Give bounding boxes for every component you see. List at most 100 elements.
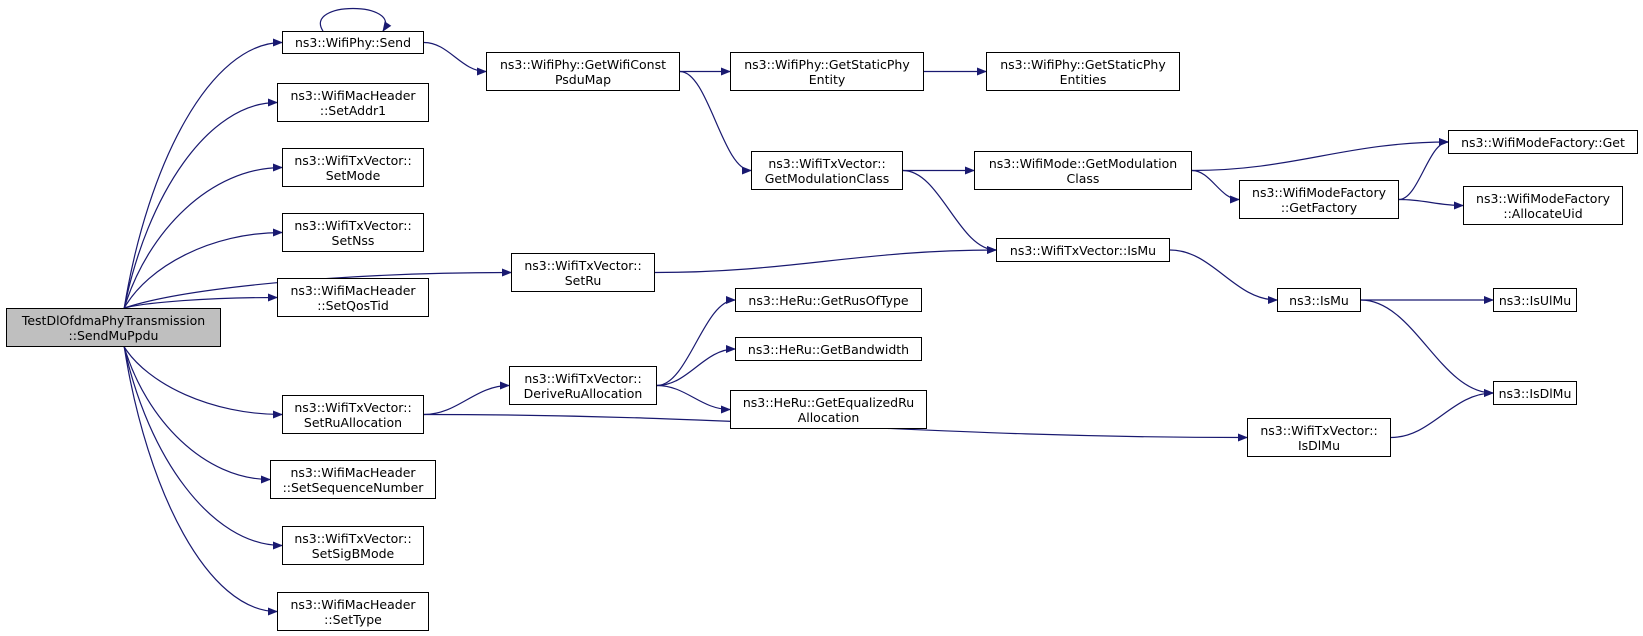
node-label-line2: SetSigBMode (311, 545, 395, 561)
node-getstatics[interactable]: ns3::WifiPhy::GetStaticPhy Entities (986, 52, 1180, 91)
node-label-line1: ns3::HeRu::GetBandwidth (747, 341, 910, 357)
node-label-line2: IsDlMu (1297, 437, 1340, 453)
node-label-line2: ::AllocateUid (1503, 205, 1583, 221)
node-label-line2: Entity (808, 71, 846, 87)
node-label-line1: ns3::WifiTxVector:: (294, 399, 412, 415)
node-label-line1: ns3::WifiTxVector:: (294, 530, 412, 546)
edge-getmodcls-to-txismu (902, 169, 997, 254)
node-getmodcls[interactable]: ns3::WifiTxVector:: GetModulationClass (751, 151, 903, 190)
node-label-line1: ns3::WifiMacHeader (290, 87, 416, 103)
node-label-line1: ns3::WifiMode::GetModulation (988, 155, 1178, 171)
node-label-line1: ns3::IsUlMu (1498, 292, 1572, 308)
edge-derive-to-getrus (656, 296, 736, 387)
edge-getfactory-to-factoryget (1398, 138, 1449, 201)
node-getrus[interactable]: ns3::HeRu::GetRusOfType (735, 288, 922, 312)
edge-root-to-send (123, 38, 283, 309)
edge-txismu-to-ismu (1169, 249, 1278, 304)
node-label-line2: ::SetAddr1 (319, 102, 387, 118)
node-label-line2: DeriveRuAllocation (523, 385, 643, 401)
node-label-line1: ns3::HeRu::GetRusOfType (748, 292, 909, 308)
node-setsigb[interactable]: ns3::WifiTxVector:: SetSigBMode (282, 526, 424, 565)
edge-txisdlmu-to-isdlmu (1390, 389, 1494, 439)
node-getfactory[interactable]: ns3::WifiModeFactory ::GetFactory (1239, 180, 1399, 219)
edge-modegetmod-to-factoryget (1191, 138, 1449, 172)
node-txismu[interactable]: ns3::WifiTxVector::IsMu (996, 238, 1170, 262)
node-label-line2: SetRu (564, 272, 602, 288)
edge-setrualloc-to-derive (423, 381, 510, 416)
node-setaddr1[interactable]: ns3::WifiMacHeader ::SetAddr1 (277, 83, 429, 122)
node-label-line2: SetMode (325, 167, 381, 183)
node-ismu[interactable]: ns3::IsMu (1277, 288, 1361, 312)
node-label-line1: ns3::WifiPhy::GetStaticPhy (1000, 56, 1166, 72)
node-label-line1: ns3::IsDlMu (1498, 385, 1572, 401)
node-geteq[interactable]: ns3::HeRu::GetEqualizedRu Allocation (730, 390, 927, 429)
node-label-line1: ns3::WifiModeFactory (1252, 184, 1386, 200)
node-label-line2: SetNss (331, 232, 375, 248)
node-label-line1: ns3::WifiTxVector:: (294, 152, 412, 168)
edge-derive-to-getbw (656, 345, 736, 387)
node-label-line1: ns3::WifiPhy::GetWifiConst (499, 56, 667, 72)
node-label-line2: ::SendMuPpdu (68, 327, 159, 343)
node-modegetmod[interactable]: ns3::WifiMode::GetModulation Class (974, 151, 1192, 190)
edge-modegetmod-to-getfactory (1191, 169, 1240, 204)
node-setnss[interactable]: ns3::WifiTxVector:: SetNss (282, 213, 424, 252)
node-label-line2: ::SetSequenceNumber (282, 479, 424, 495)
node-getbw[interactable]: ns3::HeRu::GetBandwidth (735, 337, 922, 361)
node-label-line1: ns3::WifiMacHeader (290, 282, 416, 298)
edge-root-to-setaddr1 (123, 98, 278, 309)
node-label-line1: ns3::WifiTxVector::IsMu (1009, 242, 1157, 258)
edge-send-to-send (319, 7, 392, 32)
node-label-line1: TestDlOfdmaPhyTransmission (21, 312, 206, 328)
node-settype[interactable]: ns3::WifiMacHeader ::SetType (277, 592, 429, 631)
node-root[interactable]: TestDlOfdmaPhyTransmission ::SendMuPpdu (6, 308, 221, 347)
node-label-line1: ns3::WifiTxVector:: (524, 370, 642, 386)
edge-getconst-to-getmodcls (679, 70, 752, 175)
node-isulmu[interactable]: ns3::IsUlMu (1493, 288, 1577, 312)
node-setru[interactable]: ns3::WifiTxVector:: SetRu (511, 253, 655, 292)
node-label-line2: ::SetType (324, 611, 382, 627)
edge-setru-to-txismu (654, 246, 997, 274)
node-label-line1: ns3::WifiTxVector:: (768, 155, 886, 171)
node-label-line2: Allocation (797, 409, 860, 425)
node-label-line1: ns3::WifiPhy::Send (294, 35, 412, 50)
edge-root-to-setrualloc (123, 346, 283, 419)
node-label-line1: ns3::WifiTxVector:: (1260, 422, 1378, 438)
edge-root-to-setsigb (123, 346, 283, 550)
node-label-line2: ::GetFactory (1280, 199, 1358, 215)
edge-root-to-setru (124, 268, 512, 309)
node-label-line1: ns3::HeRu::GetEqualizedRu (742, 394, 915, 410)
node-send[interactable]: ns3::WifiPhy::Send (282, 31, 424, 54)
node-getconst[interactable]: ns3::WifiPhy::GetWifiConst PsduMap (486, 52, 680, 91)
edge-getfactory-to-allocuid (1398, 198, 1464, 210)
node-txisdlmu[interactable]: ns3::WifiTxVector:: IsDlMu (1247, 418, 1391, 457)
node-label-line2: Class (1066, 170, 1100, 186)
node-isdlmu[interactable]: ns3::IsDlMu (1493, 381, 1577, 405)
node-label-line2: SetRuAllocation (303, 414, 403, 430)
node-label-line1: ns3::WifiMacHeader (290, 464, 416, 480)
edge-ismu-to-isdlmu (1360, 299, 1494, 397)
edge-root-to-setmode (123, 163, 283, 309)
node-setrualloc[interactable]: ns3::WifiTxVector:: SetRuAllocation (282, 395, 424, 434)
node-label-line2: ::SetQosTid (317, 297, 389, 313)
node-label-line2: PsduMap (554, 71, 612, 87)
node-factoryget[interactable]: ns3::WifiModeFactory::Get (1448, 130, 1638, 154)
node-setseq[interactable]: ns3::WifiMacHeader ::SetSequenceNumber (270, 460, 436, 499)
node-label-line2: Entities (1059, 71, 1107, 87)
node-label-line1: ns3::WifiModeFactory::Get (1461, 134, 1625, 150)
node-allocuid[interactable]: ns3::WifiModeFactory ::AllocateUid (1463, 186, 1623, 225)
edge-send-to-getconst (423, 41, 487, 76)
node-label-line1: ns3::WifiModeFactory (1476, 190, 1610, 206)
node-label-line1: ns3::WifiTxVector:: (294, 217, 412, 233)
edge-derive-to-geteq (656, 384, 731, 414)
node-label-line1: ns3::WifiPhy::GetStaticPhy (744, 56, 910, 72)
node-label-line1: ns3::IsMu (1289, 292, 1349, 308)
node-setmode[interactable]: ns3::WifiTxVector:: SetMode (282, 148, 424, 187)
node-setqostid[interactable]: ns3::WifiMacHeader ::SetQosTid (277, 278, 429, 317)
node-label-line1: ns3::WifiTxVector:: (524, 257, 642, 273)
edge-root-to-settype (123, 346, 278, 616)
edge-root-to-setseq (123, 346, 271, 484)
edge-root-to-setnss (123, 228, 283, 309)
node-getstatic[interactable]: ns3::WifiPhy::GetStaticPhy Entity (730, 52, 924, 91)
node-derive[interactable]: ns3::WifiTxVector:: DeriveRuAllocation (509, 366, 657, 405)
